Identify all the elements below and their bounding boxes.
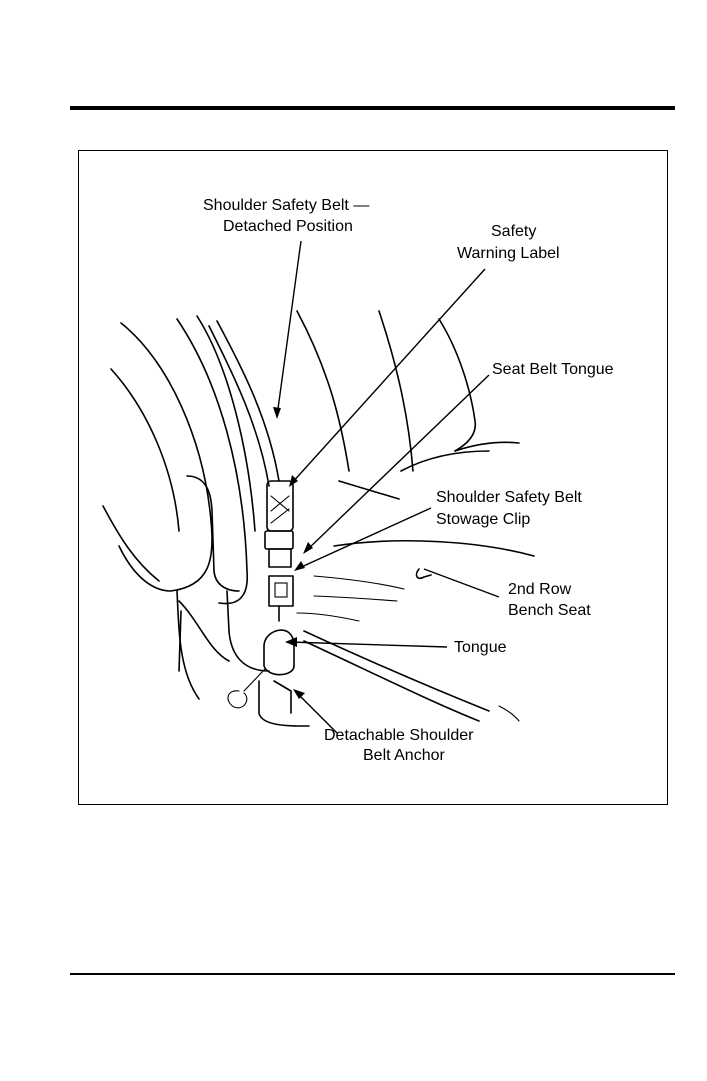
label-tongue: Tongue — [454, 639, 507, 656]
label-stowage-clip-line2: Stowage Clip — [436, 511, 530, 528]
callout-labels: Shoulder Safety Belt — Detached Position… — [203, 197, 614, 764]
label-anchor-line2: Belt Anchor — [363, 747, 446, 764]
label-anchor-line1: Detachable Shoulder — [324, 727, 474, 744]
label-bench-seat-line2: Bench Seat — [508, 602, 591, 619]
label-safety-warning-line2: Warning Label — [457, 245, 560, 262]
footer-rule — [70, 973, 675, 975]
illustration-svg: Shoulder Safety Belt — Detached Position… — [79, 151, 669, 806]
label-shoulder-belt-detached-line2: Detached Position — [223, 218, 353, 235]
label-stowage-clip-line1: Shoulder Safety Belt — [436, 489, 582, 506]
header-rule — [70, 106, 675, 110]
label-seat-belt-tongue: Seat Belt Tongue — [492, 361, 614, 378]
label-bench-seat-line1: 2nd Row — [508, 581, 572, 598]
leader-lines — [273, 241, 499, 733]
shoulder-belt-strap — [209, 321, 309, 726]
label-shoulder-belt-detached-line1: Shoulder Safety Belt — — [203, 197, 369, 214]
seat-belt-illustration: Shoulder Safety Belt — Detached Position… — [78, 150, 668, 805]
label-safety-warning-line1: Safety — [491, 223, 536, 240]
